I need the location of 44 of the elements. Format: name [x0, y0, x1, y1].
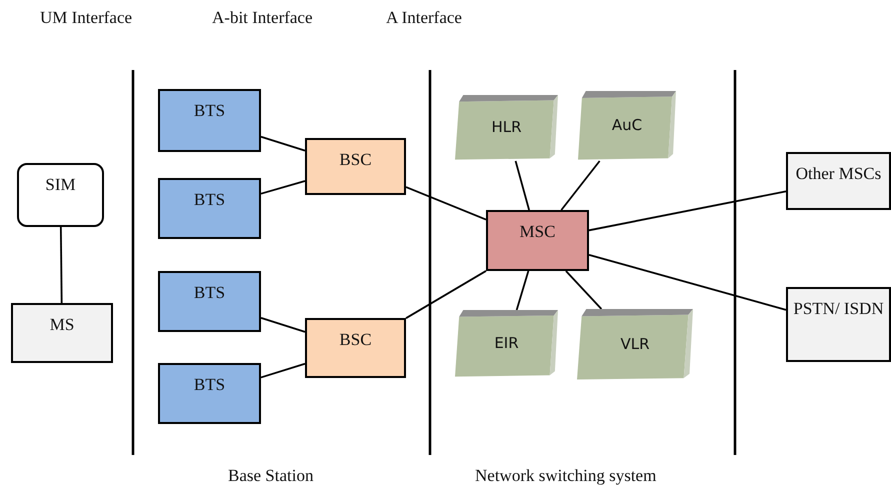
section-label: A-bit Interface — [212, 8, 313, 28]
node-label: MSC — [518, 222, 556, 242]
node-label: BSC — [338, 150, 373, 170]
node-label: BTS — [192, 283, 226, 303]
section-label: A Interface — [386, 8, 462, 28]
process-box — [305, 318, 406, 378]
section-label: Base Station — [228, 466, 314, 486]
node-label: VLR — [619, 336, 651, 354]
node-label: SIM — [44, 175, 77, 195]
section-label: Network switching system — [475, 466, 656, 486]
connector-line — [260, 362, 306, 378]
component-box — [786, 287, 891, 362]
process-box — [158, 89, 261, 152]
node-label: Other MSCs — [794, 164, 882, 184]
node-label: BTS — [192, 190, 226, 210]
component-box — [786, 152, 891, 210]
component-box — [17, 163, 104, 227]
component-box — [11, 303, 113, 363]
process-box — [158, 271, 261, 332]
connector-line — [260, 136, 306, 152]
node-label: BSC — [338, 330, 373, 350]
process-box — [158, 178, 261, 239]
node-label: BTS — [192, 101, 226, 121]
connector-line — [560, 160, 600, 211]
connector-line — [406, 270, 486, 319]
section-label: UM Interface — [40, 8, 132, 28]
node-label: PSTN/ ISDN — [792, 299, 885, 319]
connector-line — [588, 254, 786, 311]
node-label: EIR — [493, 335, 520, 353]
connector-line — [260, 180, 306, 195]
process-box — [305, 138, 406, 195]
node-label: MS — [48, 315, 76, 335]
node-label: BTS — [192, 375, 226, 395]
connector-line — [406, 186, 486, 220]
node-label: HLR — [490, 119, 523, 137]
connector-line — [514, 160, 530, 210]
connector-line — [588, 190, 786, 232]
connector-line — [565, 270, 602, 310]
connector-line — [60, 227, 63, 303]
process-box — [486, 210, 589, 271]
process-box — [158, 363, 261, 424]
connector-line — [260, 317, 306, 333]
connector-line — [516, 270, 530, 310]
node-label: AuC — [610, 117, 644, 135]
